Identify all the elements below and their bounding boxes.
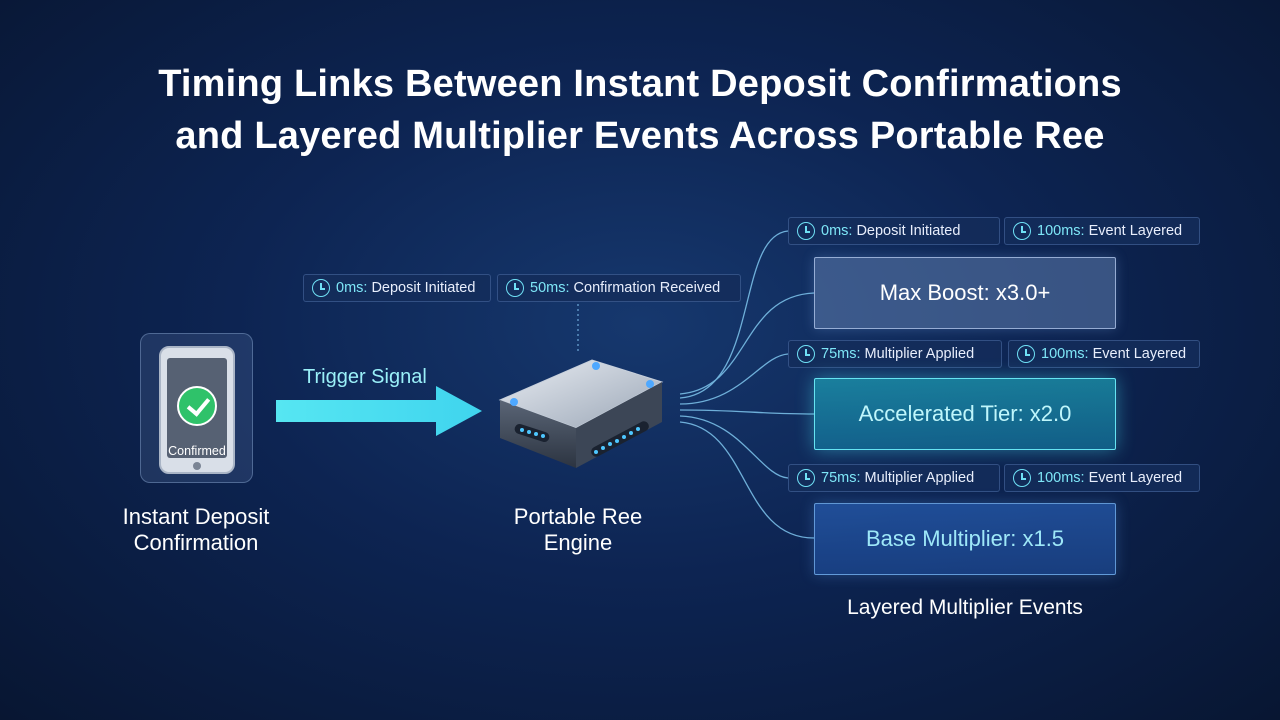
clock-icon — [506, 279, 524, 297]
chip-time: 100ms: — [1037, 223, 1085, 239]
event-timing-chip: 75ms: Multiplier Applied — [788, 464, 1000, 492]
page-title: Timing Links Between Instant Deposit Con… — [0, 58, 1280, 162]
engine-caption-line-2: Engine — [543, 530, 613, 555]
event-timing-chip: 100ms: Event Layered — [1004, 464, 1200, 492]
clock-icon — [797, 469, 815, 487]
chip-text: Confirmation Received — [573, 280, 721, 296]
event-timing-chip: 100ms: Event Layered — [1008, 340, 1200, 368]
chip-text: Multiplier Applied — [864, 470, 975, 486]
phone-status-text: Confirmed — [168, 444, 226, 458]
right-data-streaks — [1120, 257, 1280, 555]
engine-timing-chip: 50ms: Confirmation Received — [497, 274, 741, 302]
engine-caption: Portable Ree Engine — [478, 504, 678, 556]
chip-time: 100ms: — [1037, 470, 1085, 486]
chip-time: 75ms: — [821, 470, 861, 486]
phone-icon: Confirmed — [159, 346, 235, 474]
source-caption: Instant Deposit Confirmation — [96, 504, 296, 556]
check-icon — [177, 386, 217, 426]
trigger-arrow-icon — [276, 386, 482, 436]
event-timing-chip: 100ms: Event Layered — [1004, 217, 1200, 245]
title-line-1: Timing Links Between Instant Deposit Con… — [158, 63, 1122, 105]
chip-text: Event Layered — [1092, 346, 1187, 362]
events-caption: Layered Multiplier Events — [847, 596, 1083, 619]
engine-to-events-connectors — [679, 230, 815, 539]
chip-text: Deposit Initiated — [856, 223, 961, 239]
phone-home-button — [193, 462, 201, 470]
source-caption-line-2: Confirmation — [133, 530, 259, 555]
chip-text: Deposit Initiated — [371, 280, 476, 296]
chip-time: 0ms: — [336, 280, 368, 296]
event-box-base-multiplier: Base Multiplier: x1.5 — [814, 503, 1116, 575]
clock-icon — [797, 345, 815, 363]
event-timing-chip: 0ms: Deposit Initiated — [788, 217, 1000, 245]
clock-icon — [1013, 222, 1031, 240]
phone-screen: Confirmed — [167, 358, 227, 458]
chip-time: 100ms: — [1041, 346, 1089, 362]
event-box-accelerated-tier: Accelerated Tier: x2.0 — [814, 378, 1116, 450]
chip-time: 50ms: — [530, 280, 570, 296]
chip-time: 0ms: — [821, 223, 853, 239]
engine-timing-chip: 0ms: Deposit Initiated — [303, 274, 491, 302]
chip-text: Event Layered — [1088, 223, 1183, 239]
chip-text: Multiplier Applied — [864, 346, 975, 362]
source-caption-line-1: Instant Deposit — [122, 504, 270, 529]
deposit-phone-card: Confirmed — [140, 333, 253, 483]
left-data-streaks — [0, 351, 138, 459]
chip-text: Event Layered — [1088, 470, 1183, 486]
clock-icon — [1013, 469, 1031, 487]
clock-icon — [797, 222, 815, 240]
trigger-signal-label: Trigger Signal — [303, 366, 427, 388]
chip-time: 75ms: — [821, 346, 861, 362]
engine-device-icon — [498, 359, 664, 468]
engine-caption-line-1: Portable Ree — [513, 504, 643, 529]
event-box-max-boost: Max Boost: x3.0+ — [814, 257, 1116, 329]
title-line-2: and Layered Multiplier Events Across Por… — [175, 115, 1105, 157]
event-timing-chip: 75ms: Multiplier Applied — [788, 340, 1002, 368]
clock-icon — [1017, 345, 1035, 363]
clock-icon — [312, 279, 330, 297]
